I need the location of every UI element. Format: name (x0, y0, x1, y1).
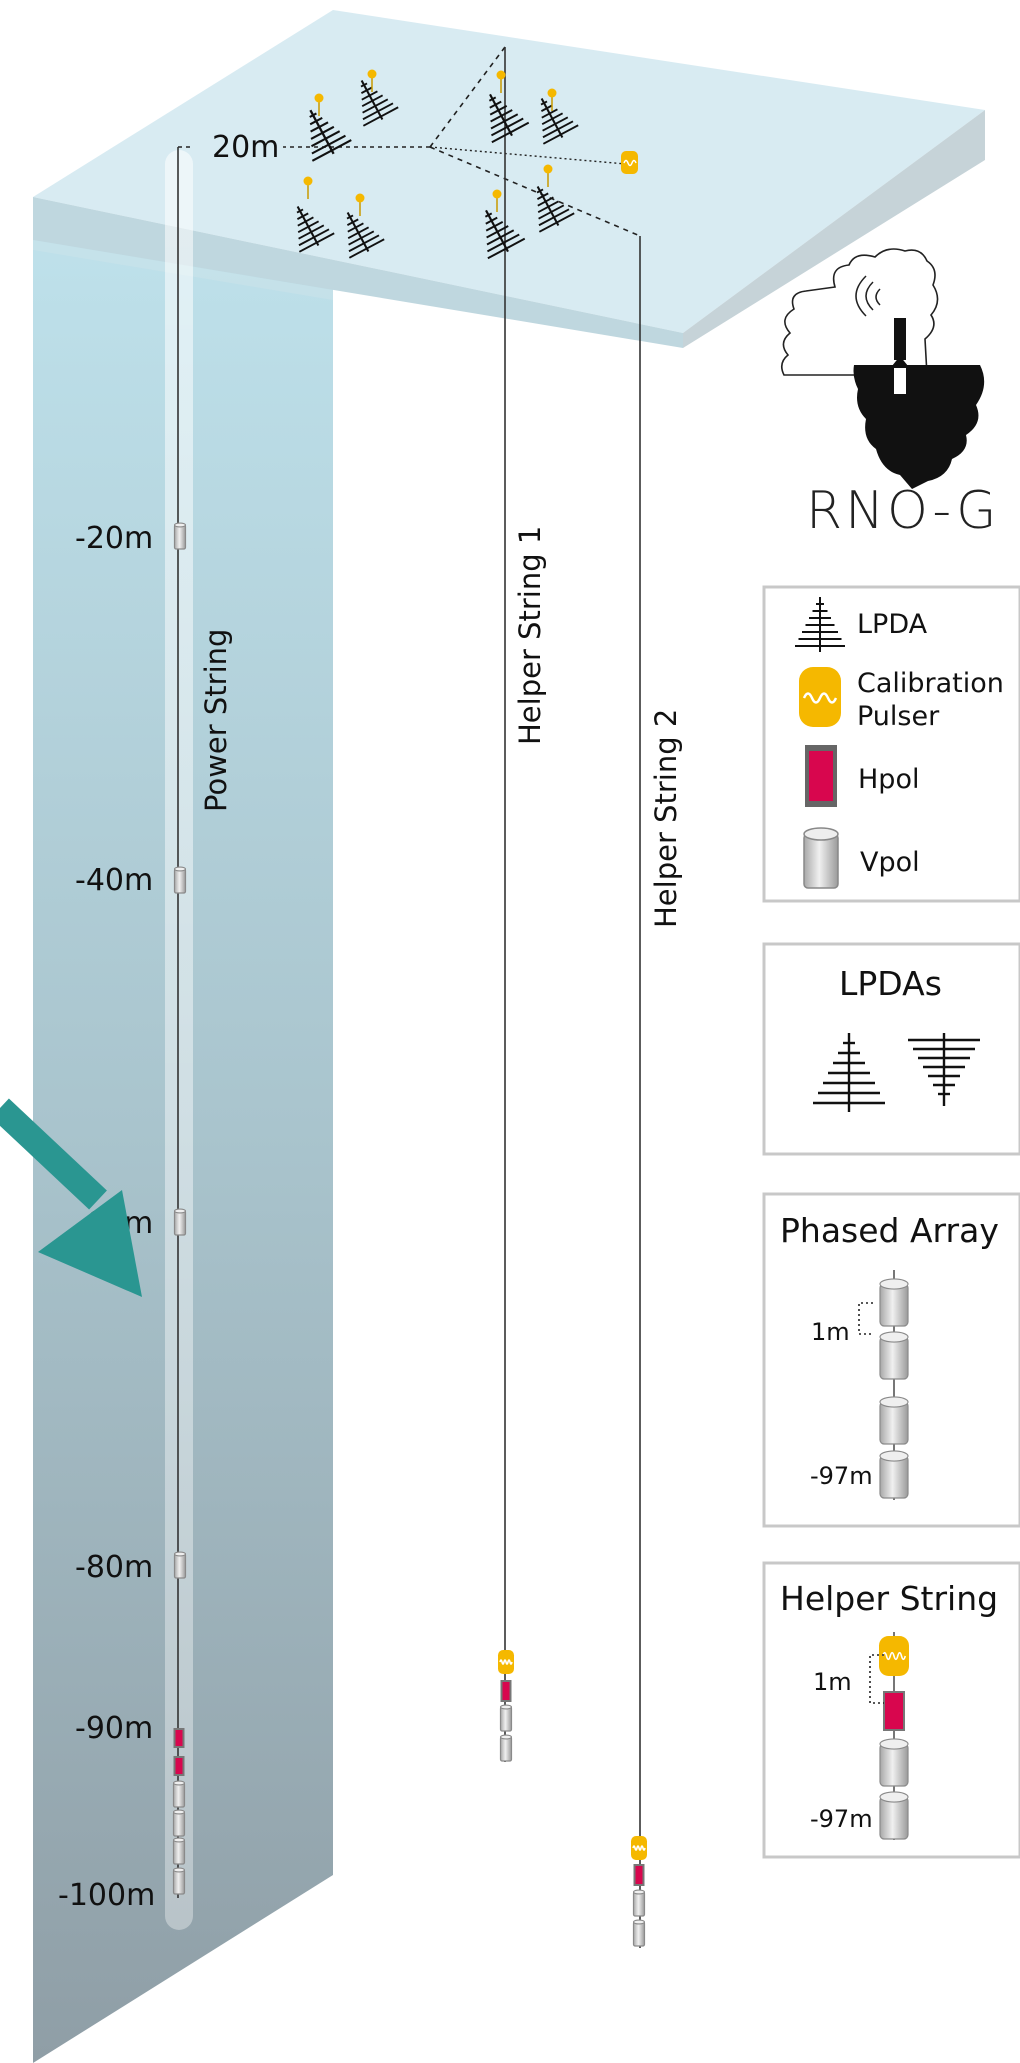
hpol-icon (500, 1680, 512, 1702)
helper-string-antennas (879, 1632, 909, 1840)
vpol-icon (173, 1551, 187, 1579)
phased-array-box: Phased Array 1m -97m (762, 1192, 1020, 1528)
depth-label-40: -40m (75, 863, 153, 898)
vpol-icon (632, 1889, 646, 1917)
helper-string-1-label: Helper String 1 (513, 526, 547, 745)
hpol-icon (883, 1691, 905, 1731)
helper-string-spacing: 1m (813, 1668, 852, 1696)
vpol-icon (879, 1396, 909, 1445)
surface-distance-label: 20m (212, 130, 279, 165)
ice-slab-right-edge (683, 110, 985, 348)
surface-lpda-icon (488, 93, 530, 144)
in-ice-instruments (172, 522, 647, 1947)
vpol-icon (879, 1450, 909, 1499)
hpol-icon (173, 1728, 185, 1748)
depth-label-20: -20m (75, 521, 153, 556)
surface-lpda-icon (309, 109, 352, 162)
vpol-icon (879, 1738, 909, 1787)
lpdas-box-title: LPDAs (839, 964, 942, 1003)
ice-top-slab (33, 10, 985, 333)
antenna-feed-dot (492, 189, 502, 199)
vpol-icon (879, 1331, 909, 1380)
vpol-icon (879, 1791, 909, 1840)
antenna-feed-dot (547, 88, 557, 98)
hpol-icon (633, 1864, 645, 1886)
vpol-icon (803, 827, 839, 889)
antenna-feed-dot (496, 70, 506, 80)
surface-lpda-icon (296, 206, 335, 253)
antenna-feed-dot (314, 93, 324, 103)
surface-lpda-icon (540, 98, 579, 145)
legend-hpol-label: Hpol (858, 764, 919, 795)
legend-pulser-label-line2: Pulser (857, 701, 940, 732)
legend-pulser-label-line1: Calibration (857, 668, 1004, 699)
pulser-icon (879, 1636, 909, 1676)
lpda-orientations (813, 1033, 980, 1112)
depth-label-80: -80m (75, 1550, 153, 1585)
surface-pulser (621, 151, 638, 174)
surface-lpda-icon (346, 212, 385, 259)
pulser-icon (498, 1650, 514, 1674)
phased-array-antennas (879, 1270, 909, 1500)
power-borehole (165, 150, 193, 1930)
vpol-icon (172, 1837, 186, 1865)
ice-slab-front-edge (33, 197, 683, 348)
phased-array-depth: -97m (810, 1462, 873, 1490)
station-marker-top (894, 318, 906, 360)
antenna-feed-dot (367, 69, 377, 79)
phased-array-title: Phased Array (780, 1211, 999, 1250)
spacing-bracket (869, 1654, 884, 1704)
pulser-icon (631, 1836, 647, 1860)
surface-lpda-icon (536, 186, 575, 233)
helper-string-title: Helper String (780, 1579, 998, 1618)
antenna-feed-dot (355, 193, 365, 203)
depth-labels: -20m -40m -60m -80m -90m -100m (58, 521, 155, 1913)
vpol-icon (879, 1278, 909, 1327)
surface-cables (178, 46, 641, 237)
station-marker-bottom (894, 368, 906, 394)
vpol-icon (172, 1867, 186, 1895)
vpol-icon (173, 522, 187, 550)
vpol-icon (172, 1809, 186, 1837)
depth-label-100: -100m (58, 1878, 155, 1913)
vpol-icon (499, 1704, 513, 1732)
logo-text: RNO-G (806, 481, 999, 541)
helper-string-box: Helper String 1m -97m (762, 1561, 1020, 1859)
hpol-icon (805, 745, 837, 807)
hpol-icon (173, 1756, 185, 1776)
vpol-icon (173, 1208, 187, 1236)
surface-lpda-icon (484, 209, 526, 260)
vpol-icon (173, 866, 187, 894)
phased-array-spacing: 1m (811, 1318, 850, 1346)
depth-label-90: -90m (75, 1711, 153, 1746)
power-string-label: Power String (199, 629, 233, 812)
helper-string-2-label: Helper String 2 (649, 709, 683, 928)
lpdas-box: LPDAs (762, 942, 1020, 1156)
legend-vpol-label: Vpol (860, 847, 920, 878)
pulser-icon (799, 667, 841, 727)
helper-string-depth: -97m (810, 1805, 873, 1833)
antenna-feed-dot (543, 164, 553, 174)
pointer-arrow (0, 1098, 142, 1297)
vpol-icon (632, 1919, 646, 1947)
antenna-feed-dot (303, 176, 313, 186)
vpol-icon (499, 1734, 513, 1762)
spacing-bracket (858, 1302, 873, 1335)
surface-lpdas (296, 69, 579, 260)
greenland-southern-half (840, 365, 985, 489)
vpol-icon (172, 1780, 186, 1808)
rno-g-logo: RNO-G (780, 248, 999, 541)
legend-lpda-label: LPDA (857, 609, 928, 640)
surface-lpda-icon (360, 80, 399, 127)
legend-box: LPDA Calibration Pulser Hpol Vpol (762, 585, 1020, 903)
string-cables (177, 47, 641, 1948)
lpda-icon (795, 597, 845, 652)
